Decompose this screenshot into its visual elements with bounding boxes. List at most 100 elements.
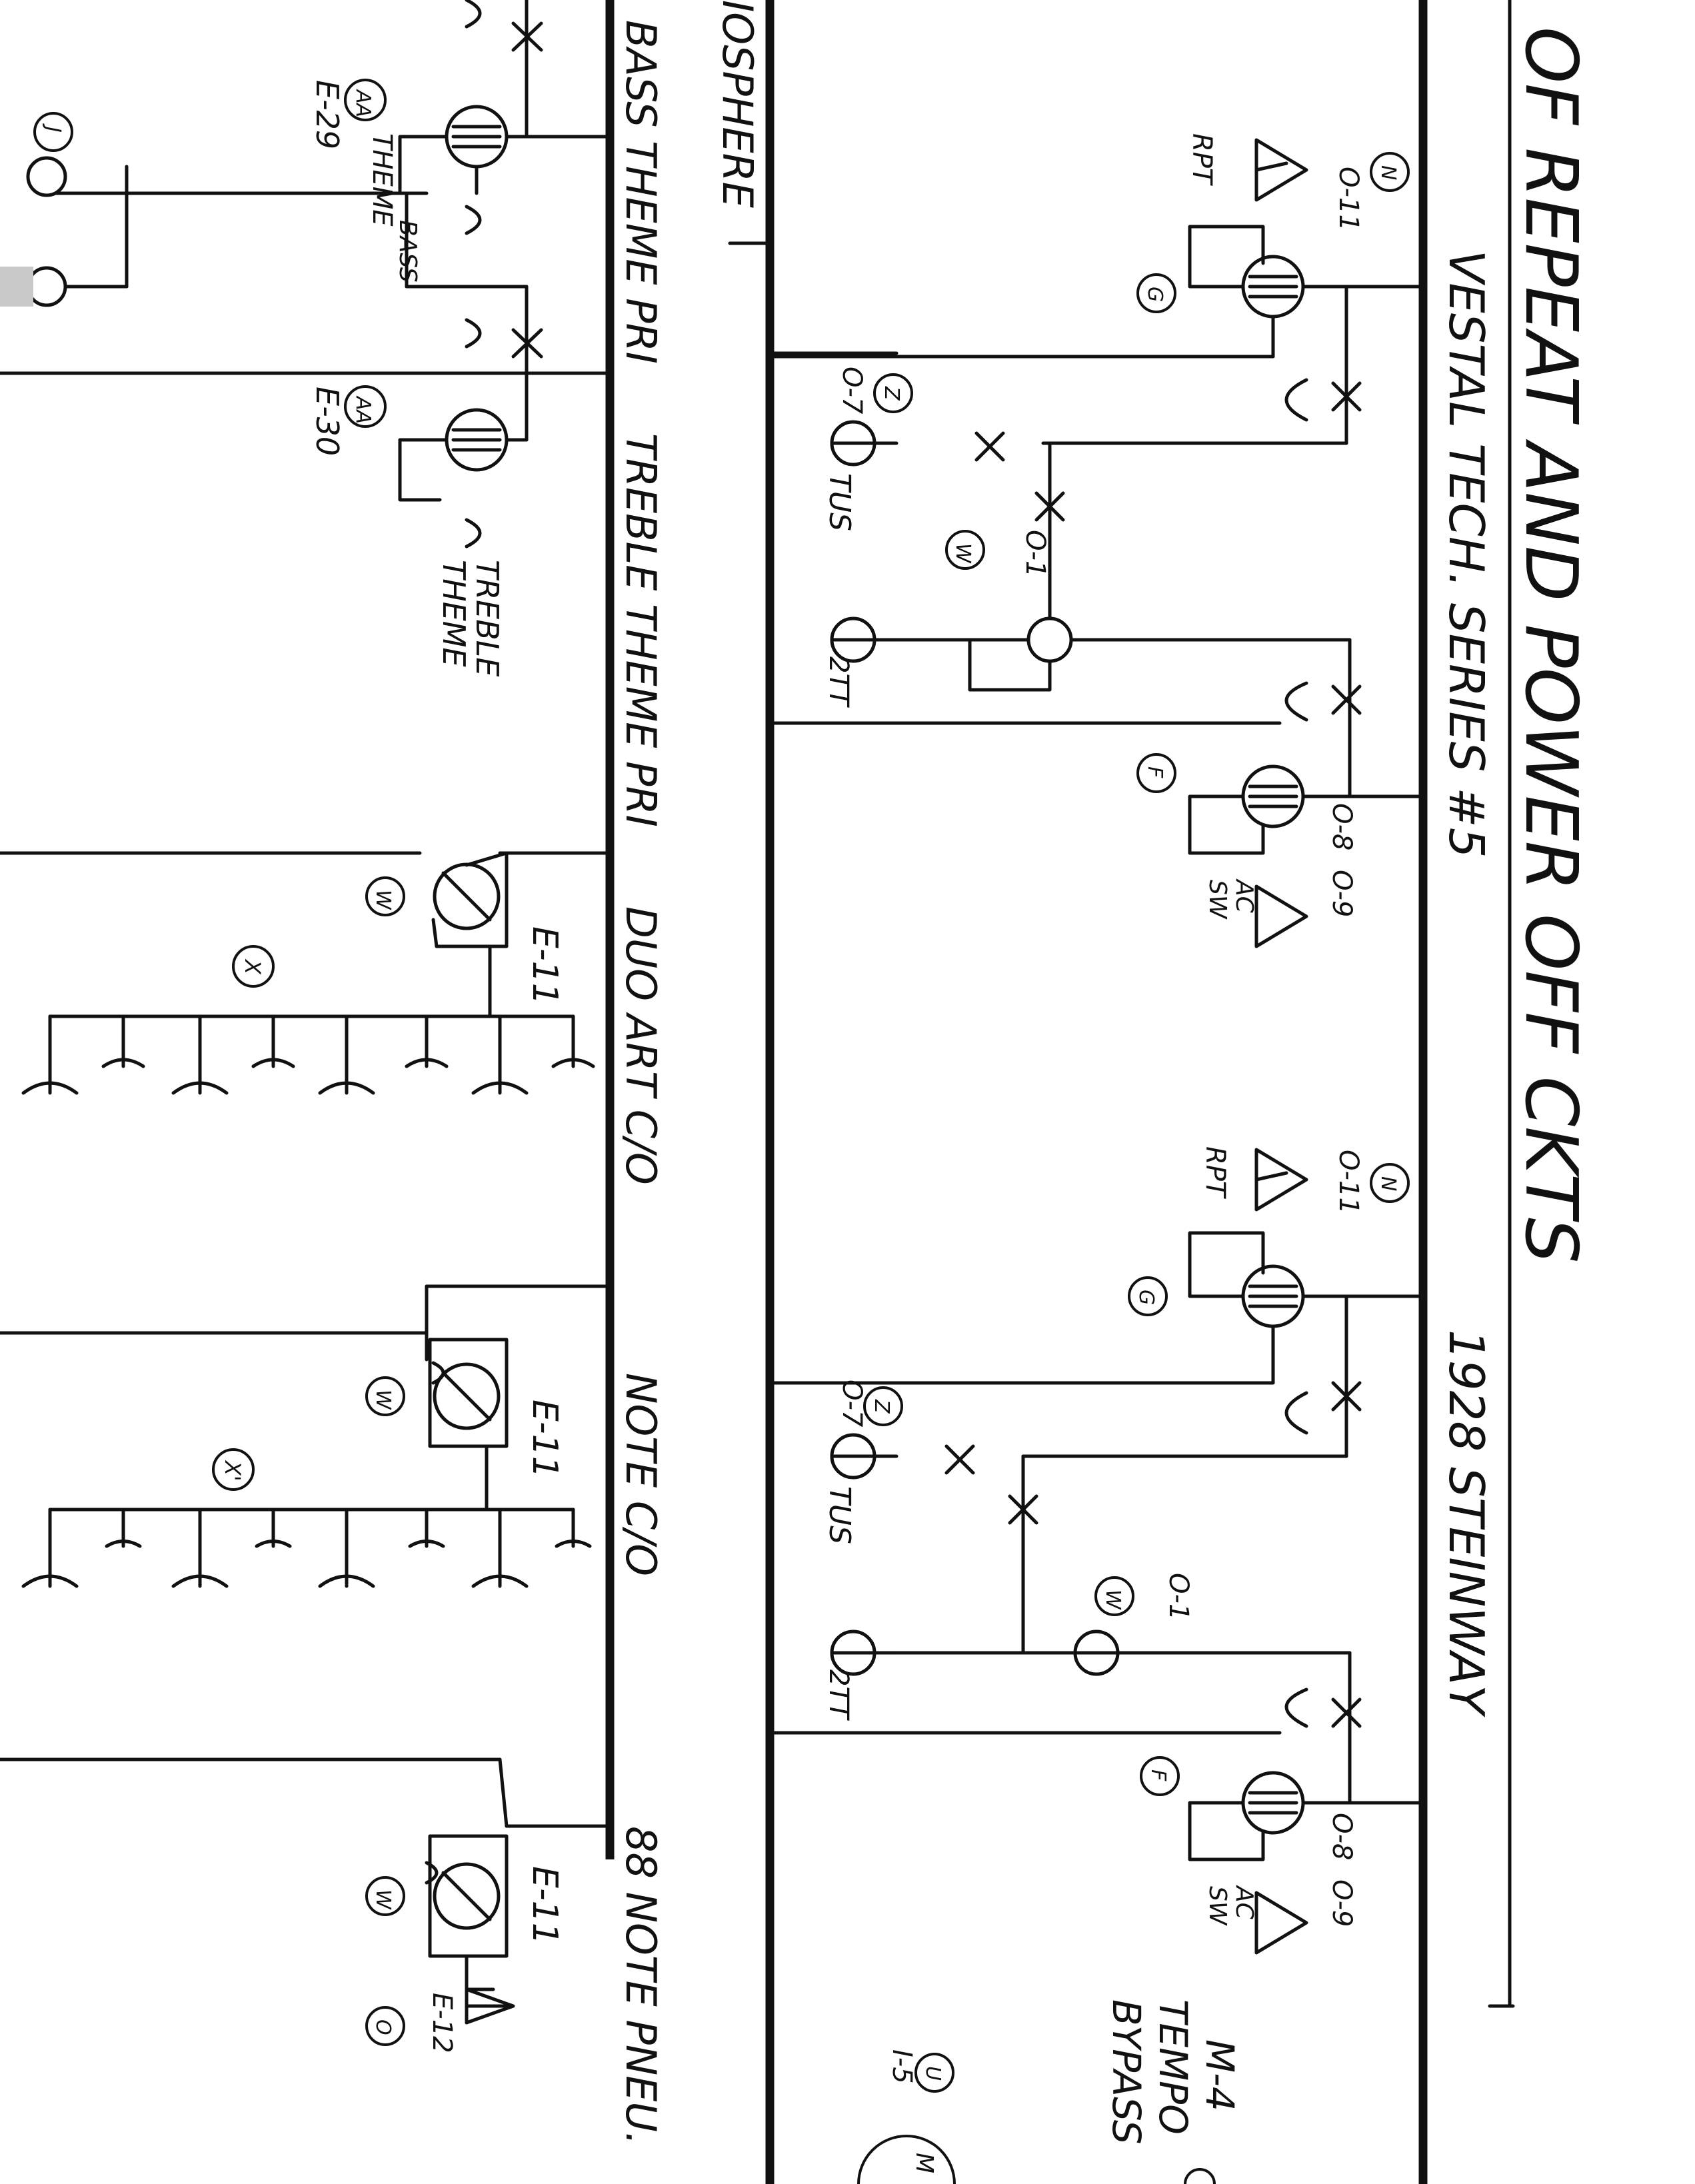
label-treble-theme-b: THEME [436, 560, 472, 667]
aa-badge: AA [344, 385, 387, 428]
svg-text:F: F [1143, 766, 1166, 778]
label-e11-pneu: E-11 [525, 1866, 565, 1945]
pouch-valve-e12 [465, 1987, 515, 2025]
label-2tt1: 2TT [823, 656, 854, 708]
w-badge: W [365, 1376, 405, 1416]
svg-text:N: N [1376, 165, 1400, 180]
terminal-j-1 [26, 156, 67, 197]
label-note-co: NOTE C/O [617, 1373, 665, 1576]
label-o1a: O-1 [1020, 530, 1050, 577]
label-o9a: O-9 [1326, 870, 1357, 917]
label-atmosphere: IOSPHERE [713, 0, 762, 209]
svg-text:W: W [371, 890, 395, 910]
diagram-title: OF REPEAT AND POWER OFF CKTS [1509, 27, 1592, 1263]
f-valve-1 [1188, 681, 1308, 948]
label-ac2: AC [1230, 1885, 1258, 1920]
duo-art-section: W E-11 X [0, 851, 612, 1095]
valve-e11-pneu-symbol [425, 1834, 509, 1958]
label-duo-art-co: DUO ART C/O [617, 906, 665, 1185]
svg-text:Z: Z [870, 1399, 893, 1414]
z-badge: Z [863, 1386, 903, 1426]
rail-labels: IOSPHERE BASS THEME PRI TREBLE THEME PRI… [617, 0, 762, 2145]
cross-mark [511, 21, 543, 52]
label-2tt2: 2TT [823, 1669, 854, 1721]
repeat-valve-g1 [1188, 225, 1308, 422]
svg-text:Z: Z [880, 386, 903, 401]
label-e29: E-29 [309, 80, 345, 149]
svg-text:X: X [240, 958, 265, 975]
steinway-circuit: N O-11 RPT G Z O-7 TUS W O-1 2TT F O-8 O… [768, 1146, 1425, 1955]
pneumatic-comb-duo [21, 1014, 595, 1095]
w-badge: W [365, 1876, 405, 1916]
label-sw2: SW [1204, 1886, 1231, 1926]
label-i5: I-5 [886, 2049, 917, 2084]
tt-valve-1 [830, 616, 876, 663]
label-tus2: TUS [823, 1486, 856, 1544]
svg-text:G: G [1134, 1290, 1158, 1305]
f-badge: F [1136, 753, 1176, 793]
svg-text:J: J [41, 123, 65, 133]
svg-text:O: O [371, 2019, 395, 2035]
n-badge: N [1370, 152, 1410, 192]
valve-e11-duo-symbol [431, 851, 509, 948]
m4-badge-partial [1184, 2168, 1216, 2184]
label-e11-duo: E-11 [525, 926, 565, 1005]
label-sw1: SW [1204, 880, 1231, 920]
tt-valve-2 [830, 1630, 876, 1676]
cross-mark [511, 328, 543, 359]
cross-mark [1331, 381, 1362, 412]
frame-lines [605, 0, 1515, 2184]
svg-text:W: W [951, 543, 974, 564]
label-e11-note: E-11 [525, 1400, 565, 1478]
vestal-circuit: N O-11 RPT G Z O-7 TUS W O-1 2TT F O-8 O… [768, 133, 1425, 948]
label-88-note-pneu: 88 NOTE PNEU. [617, 1826, 665, 2145]
label-o11b: O-11 [1333, 1150, 1364, 1214]
x-badge: X [232, 945, 275, 988]
label-o8b: O-8 [1326, 1813, 1357, 1860]
svg-text:W: W [1101, 1590, 1124, 1610]
subtitle-vestal: VESTAL TECH. SERIES #5 [1438, 250, 1494, 858]
f-valve-2 [1188, 1687, 1308, 1955]
tempo-label-bypass: BYPASS [1104, 1999, 1149, 2145]
aa-badge: AA [344, 79, 387, 121]
bass-treble-section: AA E-29 BASS THEME AA E-30 TREBLE THEME … [0, 0, 612, 676]
w-badge: W [945, 530, 985, 570]
label-rpt2: RPT [1200, 1146, 1230, 1200]
tus-valve-z2 [830, 1433, 876, 1480]
repeat-valve-g2 [1188, 1231, 1308, 1435]
cross-mark [1331, 1381, 1362, 1412]
cross-mark [974, 431, 1005, 462]
w-valve-o1a [968, 616, 1073, 692]
pouch-rpt1 [1254, 138, 1308, 202]
o-badge: O [365, 2006, 405, 2046]
label-rpt1: RPT [1186, 133, 1217, 187]
cross-mark [1034, 491, 1065, 522]
f-badge: F [1140, 1756, 1180, 1796]
svg-text:AA: AA [351, 89, 375, 117]
svg-text:W: W [371, 1889, 395, 1910]
label-o9b: O-9 [1326, 1879, 1357, 1927]
label-e30: E-30 [309, 387, 345, 456]
z-badge: Z [873, 373, 913, 413]
svg-text:X': X' [220, 1460, 245, 1482]
tempo-label-m4: M-4 [1197, 2039, 1242, 2111]
pouch-rpt2 [1254, 1148, 1308, 1212]
label-tus1: TUS [823, 473, 856, 531]
svg-text:AA: AA [351, 395, 375, 424]
cross-mark [1331, 684, 1362, 715]
label-o7b: O-7 [837, 1380, 867, 1428]
subtitle-steinway: 1928 STEINWAY [1438, 1330, 1494, 1717]
label-o11a: O-11 [1333, 167, 1364, 231]
svg-text:G: G [1143, 287, 1166, 302]
x-prime-badge: X' [212, 1448, 255, 1491]
svg-text:N: N [1376, 1176, 1400, 1191]
title-group: OF REPEAT AND POWER OFF CKTS VESTAL TECH… [1104, 27, 1592, 2145]
w-badge: W [1094, 1576, 1134, 1616]
svg-text:U: U [921, 2066, 944, 2081]
tempo-bypass: U I-5 M [857, 2049, 1216, 2184]
terminal-j-2 [26, 266, 67, 307]
tempo-label-tempo: TEMPO [1150, 1999, 1196, 2135]
label-treble-theme-a: TREBLE [469, 560, 505, 676]
g-badge: G [1128, 1276, 1168, 1316]
